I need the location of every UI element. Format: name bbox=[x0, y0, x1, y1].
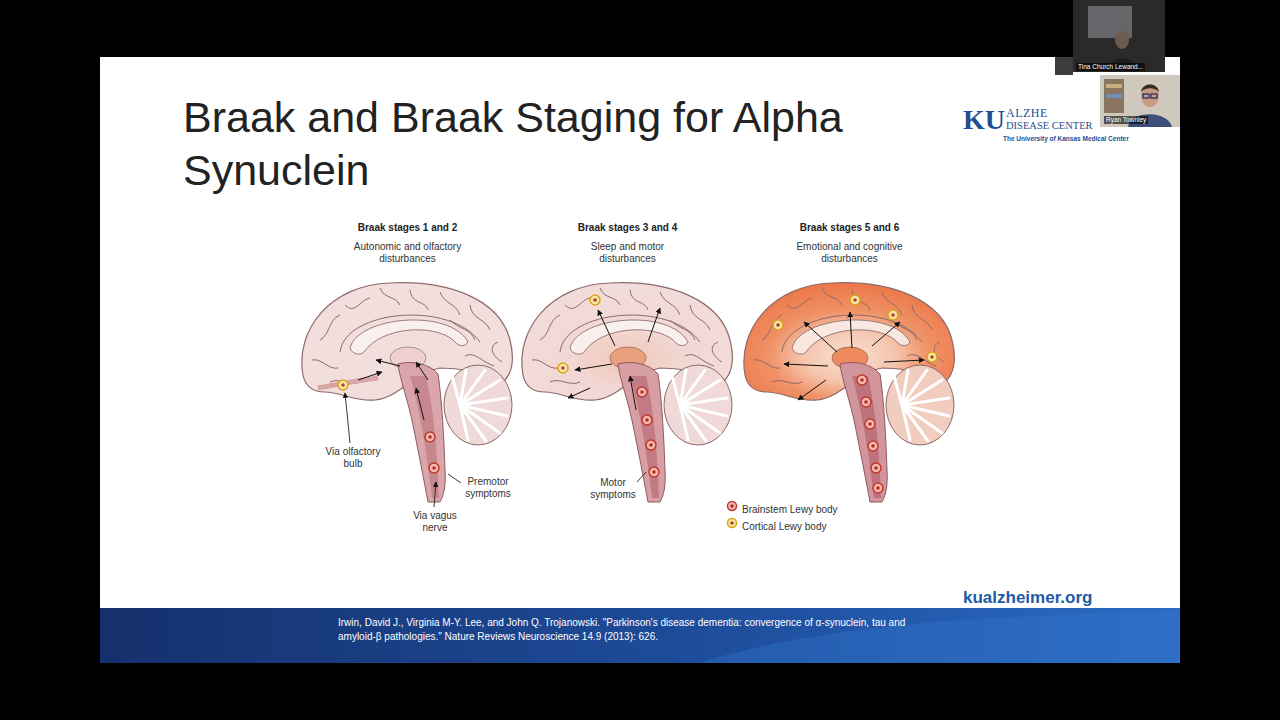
stage-panel: Braak stages 1 and 2 Autonomic and olfact… bbox=[300, 222, 515, 507]
legend-text: Cortical Lewy body bbox=[742, 520, 826, 534]
spread-arrows bbox=[358, 360, 428, 420]
legend-marker-ring bbox=[728, 519, 737, 528]
spread-arrows bbox=[568, 308, 660, 410]
cortical-lewy-body bbox=[888, 310, 898, 320]
pathway-label: Via vagus nerve bbox=[410, 510, 460, 534]
logo-text: ALZHE bbox=[1006, 106, 1048, 120]
stage-symptoms: Autonomic and olfactory disturbances bbox=[345, 241, 470, 265]
participant-name: Ryan Townley bbox=[1104, 116, 1148, 124]
brainstem-core bbox=[630, 376, 659, 498]
brainstem-lewy-body bbox=[865, 419, 875, 429]
symptom-label: Premotor symptoms bbox=[460, 476, 516, 500]
cortical-lewy-body bbox=[850, 295, 860, 305]
symptom-label: Motor symptoms bbox=[586, 477, 640, 501]
brainstem-lewy-body bbox=[873, 483, 883, 493]
brainstem-lewy-body bbox=[861, 397, 871, 407]
brainstem-lewy-body bbox=[857, 375, 867, 385]
cortical-lewy-body bbox=[927, 352, 937, 362]
brainstem-lewy-body bbox=[642, 415, 652, 425]
pathway-label: Via olfactory bulb bbox=[320, 446, 386, 470]
slide-title: Braak and Braak Staging for Alpha Synucl… bbox=[183, 91, 903, 197]
brain-stage-5-6 bbox=[744, 283, 955, 502]
cortical-lewy-body bbox=[590, 295, 600, 305]
brain-stage-1-2 bbox=[302, 283, 513, 502]
legend-marker-dot bbox=[730, 521, 734, 525]
webcam-thumbnail bbox=[1100, 75, 1180, 127]
arbor-vitae bbox=[672, 370, 727, 441]
brainstem-lewy-body bbox=[868, 441, 878, 451]
stage-panel: Braak stages 5 and 6 Emotional and cognit… bbox=[742, 222, 957, 507]
stage-heading: Braak stages 5 and 6 bbox=[742, 222, 957, 234]
logo-mark: KU bbox=[963, 103, 1005, 137]
brainstem-lewy-body bbox=[425, 432, 435, 442]
legend-marker bbox=[726, 500, 738, 512]
citation-caption: Irwin, David J., Virginia M-Y. Lee, and … bbox=[338, 616, 913, 644]
logo-text: DISEASE CENTER bbox=[1006, 120, 1093, 133]
brainstem bbox=[840, 362, 887, 502]
leader-lines bbox=[345, 393, 646, 507]
stage-heading: Braak stages 1 and 2 bbox=[300, 222, 515, 234]
brainstem-lewy-body bbox=[637, 387, 647, 397]
arbor-vitae bbox=[452, 370, 507, 441]
stage-heading: Braak stages 3 and 4 bbox=[520, 222, 735, 234]
cortical-lewy-body bbox=[558, 363, 568, 373]
brain-stage-3-4 bbox=[522, 283, 733, 502]
arbor-vitae bbox=[894, 370, 949, 441]
brainstem-lewy-body bbox=[429, 463, 439, 473]
cortical-lewy-body bbox=[338, 380, 348, 390]
brainstem-lewy-body bbox=[871, 463, 881, 473]
legend-text: Brainstem Lewy body bbox=[742, 503, 838, 517]
cerebellum bbox=[444, 365, 512, 445]
legend-marker-dot bbox=[730, 504, 734, 508]
cortical-lewy-body bbox=[773, 320, 783, 330]
brainstem-core bbox=[410, 376, 439, 498]
footer-banner bbox=[100, 608, 1180, 663]
legend-entry: Cortical Lewy body bbox=[726, 516, 826, 530]
legend-marker-ring bbox=[728, 502, 737, 511]
stage-symptoms: Emotional and cognitive disturbances bbox=[787, 241, 912, 265]
slide-background bbox=[100, 57, 1180, 608]
legend-marker bbox=[726, 517, 738, 529]
brainstem bbox=[398, 362, 445, 502]
spread-arrows bbox=[784, 312, 924, 400]
stage-symptoms: Sleep and motor disturbances bbox=[565, 241, 690, 265]
brainstem-lewy-body bbox=[646, 440, 656, 450]
logo-subtitle: The University of Kansas Medical Center bbox=[1003, 135, 1129, 143]
stage-panel: Braak stages 3 and 4 Sleep and motor dist… bbox=[520, 222, 735, 507]
cerebellum bbox=[886, 365, 954, 445]
website-url: kualzheimer.org bbox=[963, 588, 1092, 608]
webcam-toolbar bbox=[1055, 57, 1073, 75]
webcam-thumbnail bbox=[1073, 0, 1165, 72]
brainstem-lewy-body bbox=[649, 467, 659, 477]
legend-entry: Brainstem Lewy body bbox=[726, 499, 838, 513]
brainstem-core bbox=[852, 376, 881, 498]
participant-name: Tina Church Lewand... bbox=[1076, 63, 1145, 71]
cerebellum bbox=[664, 365, 732, 445]
